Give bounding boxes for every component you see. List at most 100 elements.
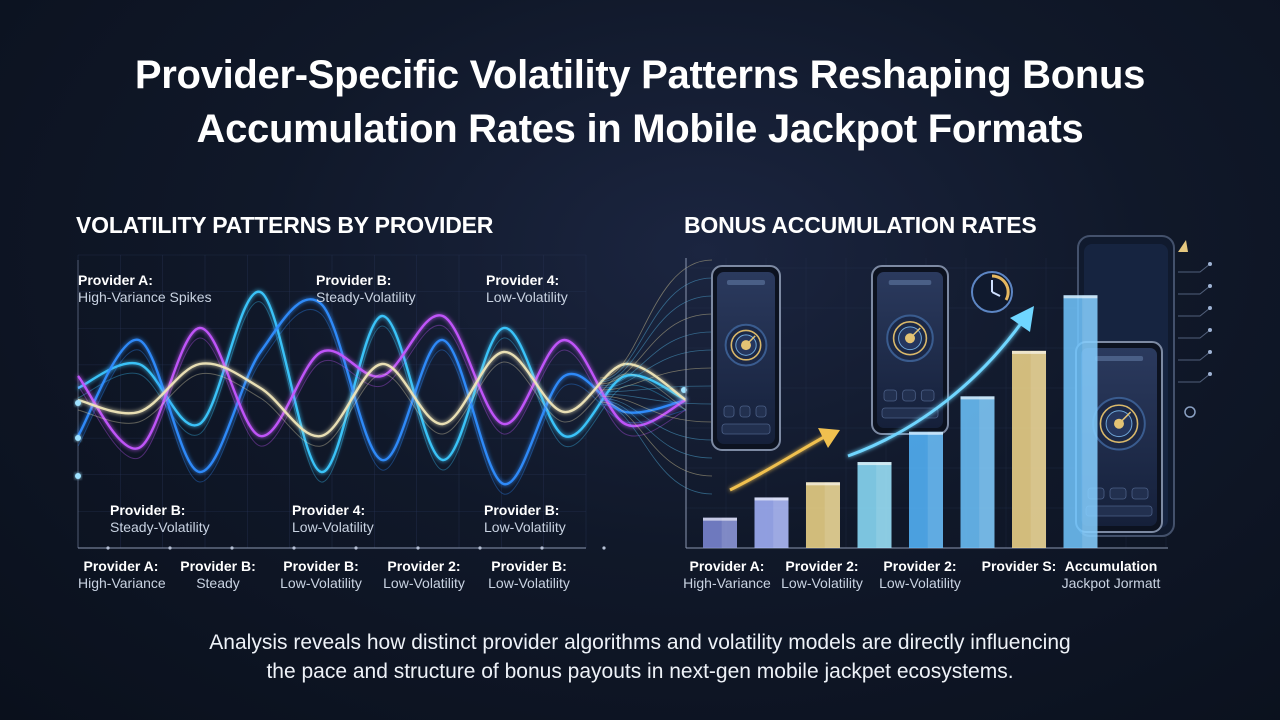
- connector-line: [599, 403, 713, 495]
- axis-label: Provider B:Low-Volatility: [280, 558, 362, 591]
- arrowhead: [1010, 306, 1034, 332]
- bar-shade: [1030, 350, 1046, 548]
- connector-streams: [599, 259, 713, 495]
- bar: [806, 482, 840, 548]
- screen-button: [902, 389, 916, 402]
- circuit-dot: [1208, 372, 1212, 376]
- axis-tick: [416, 546, 420, 550]
- dial-needle: [745, 335, 756, 346]
- connector-line: [599, 393, 713, 405]
- top-label: Provider A:High-Variance Spikes: [78, 272, 212, 305]
- bar: [857, 462, 892, 548]
- volatility-series-echo: [77, 324, 687, 459]
- phone-2: [871, 265, 949, 435]
- connector-line: [599, 277, 713, 381]
- volatility-series-echo: [77, 308, 687, 495]
- phone-1: [711, 265, 781, 451]
- connector-line: [599, 367, 713, 391]
- bonus-bars: [703, 295, 1098, 548]
- series-endpoint: [75, 435, 81, 441]
- axis-label: Provider A:High-Variance: [78, 558, 166, 591]
- bar-shade: [721, 517, 737, 548]
- bar: [1012, 350, 1046, 548]
- bar: [909, 431, 943, 548]
- volatility-series-line: [76, 298, 687, 486]
- bar-top-highlight: [1012, 350, 1046, 354]
- connector-line: [599, 397, 713, 441]
- circuit-line: [1178, 351, 1211, 361]
- connector-line: [599, 349, 713, 389]
- screen-header-bar: [1094, 356, 1144, 361]
- dial-needle: [1118, 411, 1132, 425]
- circuit-line: [1178, 263, 1211, 273]
- spark-icon: [1178, 240, 1188, 252]
- volatility-lines: [75, 290, 687, 495]
- bar-top-highlight: [857, 462, 892, 466]
- axis-tick: [540, 546, 544, 550]
- dial-gold-ring: [730, 329, 762, 361]
- axis-label: Provider B:Steady: [180, 558, 256, 591]
- axis-label: Provider B:Low-Volatility: [488, 558, 570, 591]
- bar: [703, 517, 737, 548]
- screen-button: [1109, 487, 1127, 500]
- series-endpoint: [75, 473, 81, 479]
- bar-shade: [1082, 295, 1098, 548]
- bar-category-label: Provider A:High-Variance: [683, 558, 771, 591]
- screen-button: [723, 405, 735, 418]
- screen-button: [739, 405, 751, 418]
- bar-top-highlight: [960, 396, 995, 400]
- dial-gold-ring: [1099, 404, 1139, 444]
- bar-top-highlight: [1063, 295, 1098, 299]
- clock-hand: [991, 291, 1001, 297]
- bar-shade: [927, 431, 943, 548]
- axis-label: Provider 2:Low-Volatility: [383, 558, 465, 591]
- footer-caption: Analysis reveals how distinct provider a…: [0, 628, 1280, 686]
- circuit-line: [1178, 307, 1211, 317]
- circuit-dot: [1208, 306, 1212, 310]
- axis-tick: [292, 546, 296, 550]
- circuit-dot: [1208, 328, 1212, 332]
- trend-arrow-blue: [847, 321, 1024, 458]
- bar-top-highlight: [703, 517, 737, 521]
- connector-line: [599, 385, 713, 393]
- volatility-series-line: [77, 350, 687, 438]
- axis-tick: [354, 546, 358, 550]
- circuit-dot: [1208, 284, 1212, 288]
- connector-line: [599, 399, 713, 459]
- circuit-line: [1178, 373, 1211, 383]
- top-label: Provider 4:Low-Volatility: [486, 272, 568, 305]
- connector-line: [599, 401, 713, 477]
- circuit-node-icon: [1184, 406, 1196, 418]
- title-line-2: Accumulation Rates in Mobile Jackpot For…: [196, 107, 1084, 151]
- mid-label: Provider 4:Low-Volatility: [292, 502, 374, 535]
- connector-line: [599, 395, 713, 423]
- dial-needle: [909, 327, 921, 339]
- bar-shade: [876, 462, 892, 548]
- volatility-chart-title: VOLATILITY PATTERNS BY PROVIDER: [76, 212, 494, 238]
- screen-header-bar: [888, 280, 932, 285]
- connector-line: [599, 313, 713, 385]
- bar: [1063, 295, 1098, 548]
- bar-top-highlight: [754, 497, 789, 501]
- connector-line: [599, 295, 713, 383]
- volatility-series-line: [77, 290, 687, 474]
- connector-line: [599, 331, 713, 387]
- bar-category-label: Provider S:: [981, 558, 1057, 574]
- title-line-1: Provider-Specific Volatility Patterns Re…: [134, 53, 1146, 97]
- footer-line-2: the pace and structure of bonus payouts …: [266, 660, 1014, 683]
- bar-shade: [824, 482, 840, 548]
- screen-button: [883, 389, 898, 402]
- connector-line: [599, 259, 713, 379]
- decorative-icons: [971, 240, 1212, 418]
- screen-button: [755, 405, 767, 418]
- circuit-line: [1178, 329, 1211, 339]
- mid-label: Provider B:Steady-Volatility: [110, 502, 210, 535]
- bar: [754, 497, 789, 548]
- footer-line-1: Analysis reveals how distinct provider a…: [209, 631, 1071, 654]
- volatility-series-line: [77, 314, 687, 450]
- axis-tick: [168, 546, 172, 550]
- axis-tick: [478, 546, 482, 550]
- dial-gold-ring: [892, 321, 928, 356]
